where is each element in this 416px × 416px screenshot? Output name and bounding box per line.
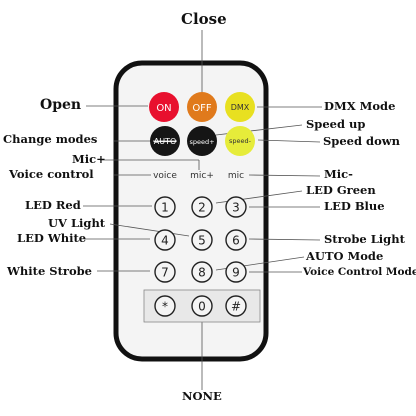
keypad-button-1[interactable] xyxy=(154,196,176,218)
on-button[interactable] xyxy=(149,92,179,122)
callout-none: NONE xyxy=(182,389,222,403)
callout-speed-up: Speed up xyxy=(306,117,366,131)
keypad-button-5[interactable] xyxy=(191,229,213,251)
callout-mic-plus: Mic+ xyxy=(72,152,106,166)
keypad-button-7[interactable] xyxy=(154,261,176,283)
callout-close: Close xyxy=(181,10,227,28)
dmx-button-label: DMX xyxy=(231,103,250,112)
keypad-label-8: 8 xyxy=(198,266,206,280)
callout-dmx-mode: DMX Mode xyxy=(324,99,396,113)
keypad-button-9[interactable] xyxy=(225,261,247,283)
callout-white-strobe: White Strobe xyxy=(7,264,92,278)
callout-led-blue: LED Blue xyxy=(324,199,385,213)
callout-uv-light: UV Light xyxy=(48,216,106,230)
leader-lines xyxy=(83,30,322,390)
remote-label-mic-plus: mic+ xyxy=(190,171,214,181)
keypad-button-2[interactable] xyxy=(191,196,213,218)
speed-minus-button[interactable] xyxy=(225,126,255,156)
remote-label-mic: mic xyxy=(228,171,244,181)
bottom-row-keys: * 0 # xyxy=(154,295,247,317)
callout-voice-control: Voice control xyxy=(9,167,94,181)
speed-minus-button-label: speed- xyxy=(229,137,252,145)
keypad-label-7: 7 xyxy=(161,266,169,280)
keypad-label-5: 5 xyxy=(198,234,206,248)
on-button-label: ON xyxy=(156,103,171,114)
off-button[interactable] xyxy=(187,92,217,122)
callout-led-white: LED White xyxy=(17,231,87,245)
callout-open: Open xyxy=(40,97,82,113)
auto-button-label: AUTO xyxy=(154,137,177,146)
callout-led-red: LED Red xyxy=(25,198,81,212)
off-button-label: OFF xyxy=(192,103,212,114)
remote-label-voice: voice xyxy=(153,171,177,181)
keypad-button-3[interactable] xyxy=(225,196,247,218)
callout-led-green: LED Green xyxy=(306,183,376,197)
keypad: 1 2 3 4 5 6 7 8 9 xyxy=(154,196,247,283)
callout-mic-minus: Mic- xyxy=(324,167,353,181)
bottom-label-zero: 0 xyxy=(198,300,206,314)
speed-plus-button[interactable] xyxy=(187,126,217,156)
dmx-button[interactable] xyxy=(225,92,255,122)
speed-plus-button-label: speed+ xyxy=(189,138,214,146)
bottom-label-hash: # xyxy=(231,300,241,314)
keypad-label-6: 6 xyxy=(232,234,240,248)
callout-strobe-light: Strobe Light xyxy=(324,232,405,246)
callout-speed-down: Speed down xyxy=(323,134,400,148)
keypad-label-4: 4 xyxy=(161,234,169,248)
keypad-button-6[interactable] xyxy=(225,229,247,251)
callout-change-modes: Change modes xyxy=(3,132,98,146)
bottom-label-star: * xyxy=(162,300,168,314)
keypad-button-8[interactable] xyxy=(191,261,213,283)
keypad-label-1: 1 xyxy=(161,201,169,215)
bottom-button-hash[interactable] xyxy=(225,295,247,317)
bottom-button-star[interactable] xyxy=(154,295,176,317)
keypad-label-2: 2 xyxy=(198,201,206,215)
keypad-label-9: 9 xyxy=(232,266,240,280)
bottom-button-zero[interactable] xyxy=(191,295,213,317)
callout-voice-control-mode: Voice Control Mode xyxy=(303,266,416,278)
callout-auto-mode: AUTO Mode xyxy=(306,249,384,263)
keypad-button-4[interactable] xyxy=(154,229,176,251)
keypad-label-3: 3 xyxy=(232,201,240,215)
